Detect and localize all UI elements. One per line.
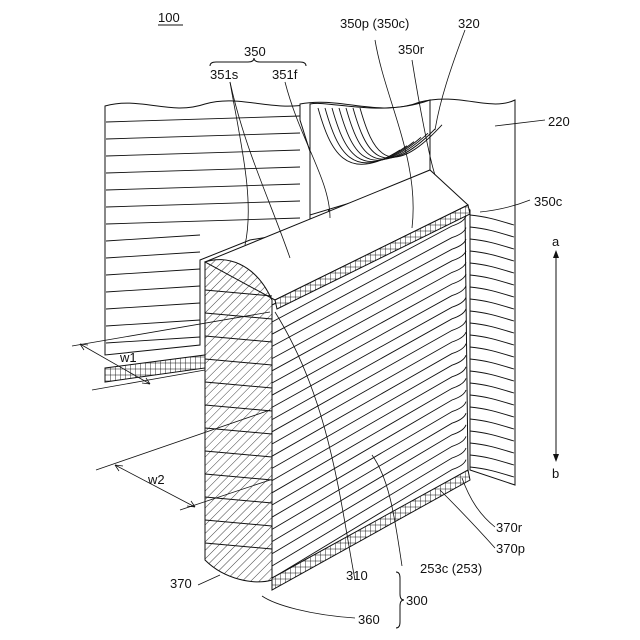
label-220: 220 [548, 114, 570, 129]
label-351s: 351s [210, 67, 239, 82]
brace-300 [396, 572, 404, 628]
label-350c: 350c [534, 194, 563, 209]
label-370p: 370p [496, 541, 525, 556]
label-370r: 370r [496, 520, 523, 535]
label-b: b [552, 466, 559, 481]
label-350p: 350p (350c) [340, 16, 409, 31]
label-320: 320 [458, 16, 480, 31]
label-253c: 253c (253) [420, 561, 482, 576]
direction-arrow-ab [553, 250, 559, 462]
label-300: 300 [406, 593, 428, 608]
label-310: 310 [346, 568, 368, 583]
label-350r: 350r [398, 42, 425, 57]
label-370: 370 [170, 576, 192, 591]
label-360: 360 [358, 612, 380, 627]
label-a: a [552, 234, 560, 249]
brace-350 [210, 58, 306, 66]
label-351f: 351f [272, 67, 298, 82]
label-100: 100 [158, 10, 180, 25]
label-w2: w2 [147, 472, 165, 487]
label-350: 350 [244, 44, 266, 59]
label-w1: w1 [119, 350, 137, 365]
